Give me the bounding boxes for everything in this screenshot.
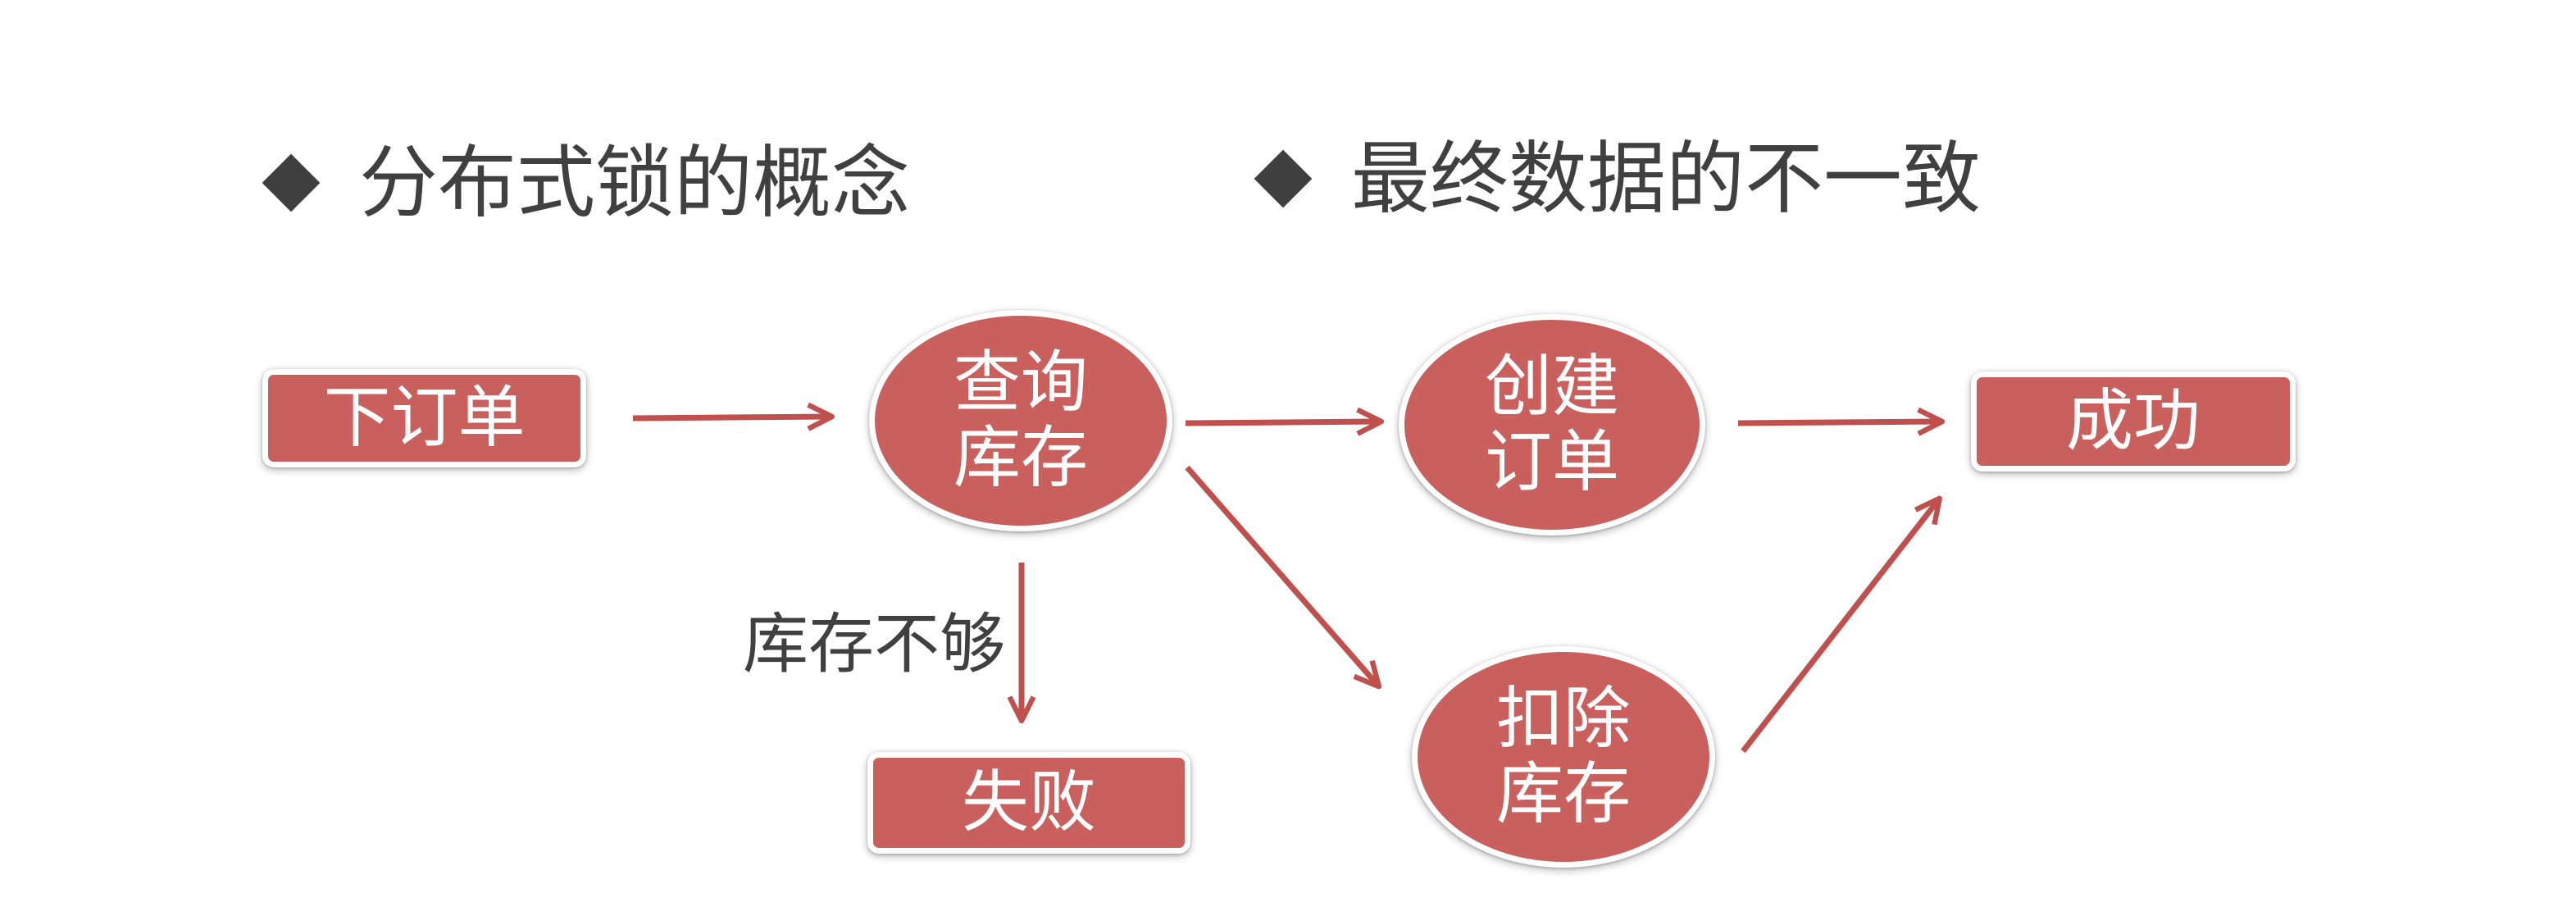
heading-distributed-lock: 分布式锁的概念: [359, 137, 910, 229]
arrow-query-to-deduct: [1185, 465, 1377, 685]
arrow-create-to-success: [1737, 422, 1940, 423]
node-deduct-stock: 扣除 库存: [1412, 646, 1715, 868]
arrow-order-to-query: [632, 417, 830, 418]
diamond-bullet-icon: [262, 153, 321, 212]
label-insufficient-stock: 库存不够: [743, 606, 1005, 682]
node-success: 成功: [1971, 371, 2296, 472]
arrow-deduct-to-success: [1741, 500, 1938, 754]
node-query-stock: 查询 库存: [869, 310, 1172, 531]
heading-final-data-inconsistency: 最终数据的不一致: [1351, 133, 1981, 225]
node-fail: 失败: [867, 752, 1190, 854]
diamond-bullet-icon: [1254, 149, 1313, 208]
arrow-query-to-create: [1185, 422, 1379, 423]
node-place-order: 下订单: [262, 369, 586, 467]
node-create-order: 创建 订单: [1399, 314, 1705, 536]
bullet-heading-right: 最终数据的不一致: [1254, 130, 1981, 228]
bullet-heading-left: 分布式锁的概念: [262, 134, 910, 232]
